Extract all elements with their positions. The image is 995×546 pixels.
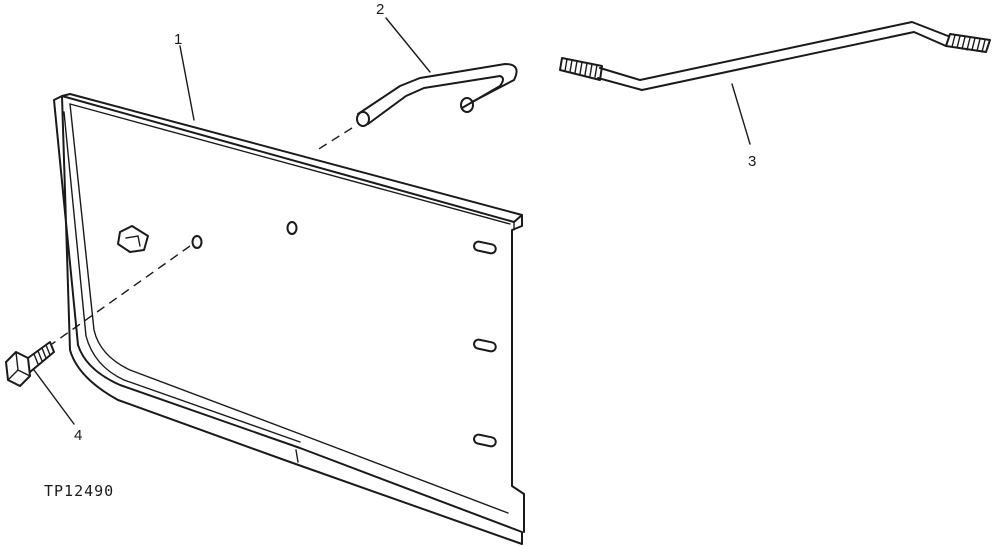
- threaded-rod-part-3: [559, 21, 991, 91]
- leader-line-1: [179, 45, 195, 121]
- reference-code: TP12490: [44, 482, 114, 500]
- left-thread: [559, 57, 603, 81]
- assembly-line-bolt: [51, 245, 191, 345]
- assembly-line-hook: [313, 127, 353, 153]
- leader-line-4: [33, 369, 75, 425]
- callout-2: 2: [376, 1, 384, 18]
- bolt-part-4: [5, 341, 55, 387]
- callout-1: 1: [174, 31, 182, 48]
- right-thread: [945, 33, 991, 53]
- callout-3: 3: [748, 153, 756, 170]
- panel-part-1: [53, 93, 525, 545]
- u-hook-part-2: [356, 63, 518, 127]
- leader-line-3: [731, 83, 751, 145]
- callout-4: 4: [74, 427, 82, 444]
- leader-line-2: [385, 17, 431, 73]
